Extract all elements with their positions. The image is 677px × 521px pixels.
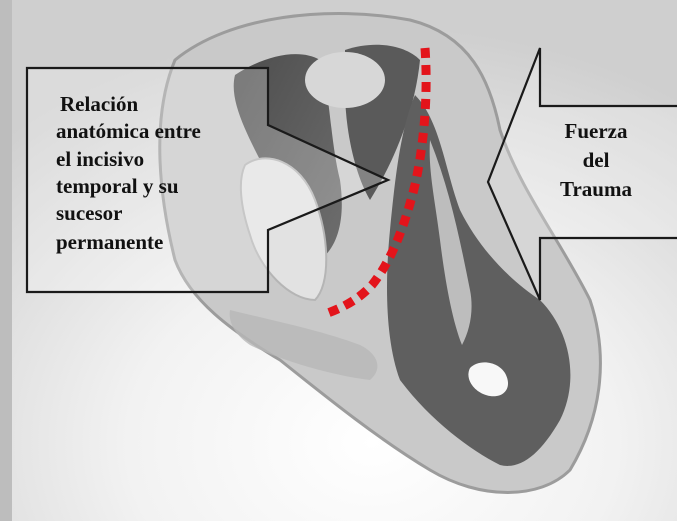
left-callout-line-4: temporal y su <box>56 174 179 198</box>
left-callout-line-1: Relación <box>60 92 138 116</box>
right-callout-line-1: Fuerza <box>565 119 628 143</box>
left-callout-line-5: sucesor <box>56 201 123 225</box>
right-callout-line-2: del <box>583 148 610 172</box>
left-callout-line-3: el incisivo <box>56 147 144 171</box>
photo-left-edge <box>0 0 12 521</box>
left-callout-line-2: anatómica entre <box>56 119 201 143</box>
crown-light-region <box>305 52 385 108</box>
left-callout-line-6: permanente <box>56 230 163 254</box>
right-callout-line-3: Trauma <box>560 177 632 201</box>
